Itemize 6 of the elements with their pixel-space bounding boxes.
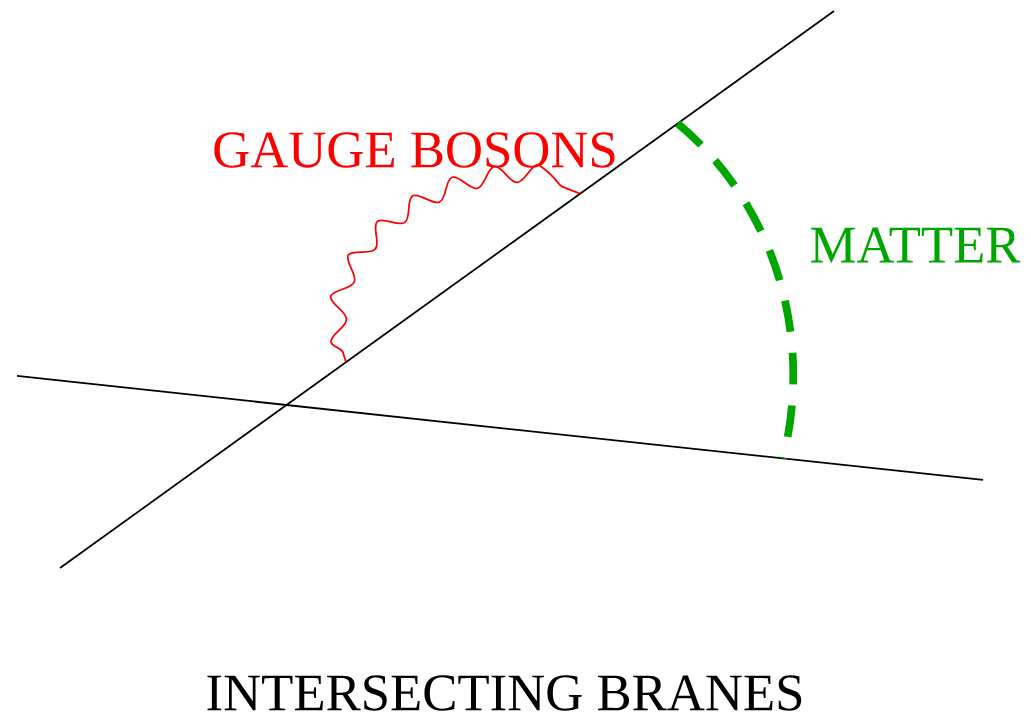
string <box>675 120 797 460</box>
caption: INTERSECTING BRANES <box>207 675 802 711</box>
open-string <box>329 163 581 364</box>
brane-line <box>16 375 984 481</box>
edge-label: GAUGE BOSONS <box>214 132 615 168</box>
edge-label: MATTER <box>811 227 1021 263</box>
